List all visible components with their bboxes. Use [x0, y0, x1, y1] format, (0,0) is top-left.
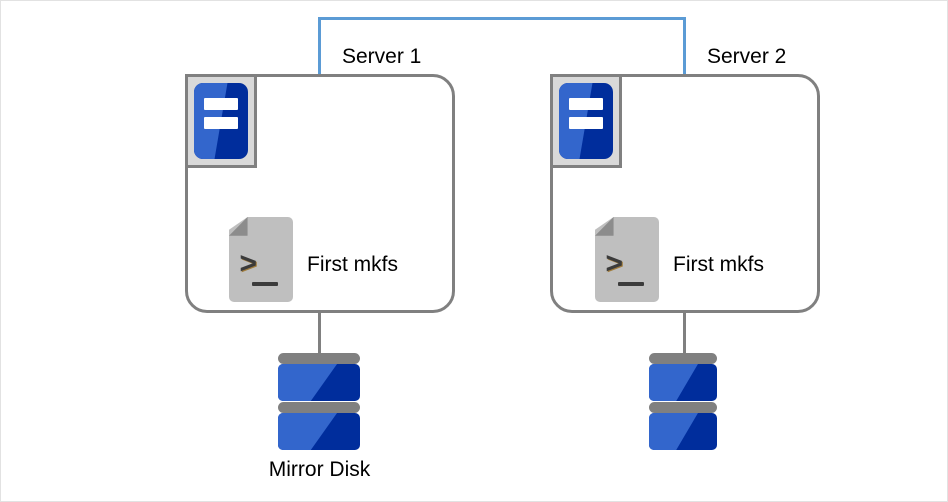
- server-1-disk-connector: [318, 313, 321, 359]
- server-2-task-label: First mkfs: [673, 253, 764, 276]
- interconnect-right-segment: [683, 17, 686, 75]
- disk-slab-upper: [649, 364, 717, 401]
- server-icon-bar-bottom: [568, 117, 604, 129]
- terminal-file-icon: >: [229, 217, 293, 302]
- server-1-task-label: First mkfs: [307, 253, 398, 276]
- interconnect-left-segment: [318, 17, 321, 75]
- disk-plate-top: [649, 353, 717, 364]
- server-icon-bar-bottom: [203, 117, 239, 129]
- interconnect-top-segment: [318, 17, 686, 20]
- server-2-disk-connector: [683, 313, 686, 359]
- disk-slab-upper: [278, 364, 360, 401]
- disk-slab-lower: [649, 413, 717, 450]
- server-icon-bar-top: [203, 98, 239, 110]
- terminal-prompt-glyph: >: [605, 249, 624, 283]
- server-icon-bar-top: [568, 98, 604, 110]
- server-1-label: Server 1: [342, 45, 422, 68]
- server-icon-chassis: [559, 83, 613, 159]
- server-2-label: Server 2: [707, 45, 787, 68]
- server-icon: [185, 74, 257, 168]
- disk-plate-middle: [278, 402, 360, 413]
- server-icon-chassis: [194, 83, 248, 159]
- terminal-file-icon: >: [595, 217, 659, 302]
- terminal-prompt-glyph: >: [239, 249, 258, 283]
- disk-plate-top: [278, 353, 360, 364]
- server-icon: [550, 74, 622, 168]
- server-1-disk-icon: [278, 353, 360, 456]
- mirror-disk-label: Mirror Disk: [268, 458, 371, 481]
- disk-plate-middle: [649, 402, 717, 413]
- server-2-disk-icon: [649, 353, 717, 456]
- disk-slab-lower: [278, 413, 360, 450]
- terminal-cursor-glyph: [618, 281, 644, 286]
- terminal-cursor-glyph: [252, 281, 278, 286]
